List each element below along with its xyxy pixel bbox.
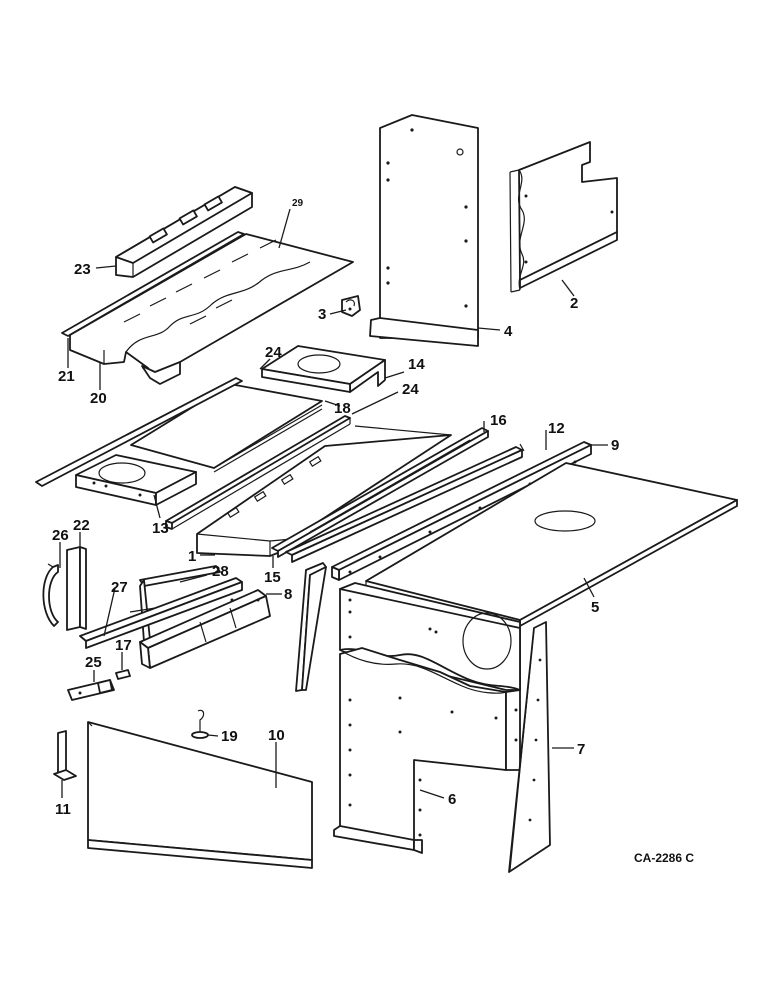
- label-11: 11: [55, 801, 71, 818]
- label-23: 23: [74, 261, 91, 278]
- part-11-bracket: [53, 730, 77, 781]
- label-20: 20: [90, 390, 107, 407]
- callout-labels: 23 29 2 3 4 21 20 24 14 18 24 16 12 9 13…: [52, 198, 694, 865]
- label-16: 16: [490, 412, 507, 429]
- label-22: 22: [73, 517, 90, 534]
- label-6: 6: [448, 791, 456, 808]
- part-12-rail: [285, 443, 525, 563]
- label-24-upper: 24: [265, 344, 282, 361]
- angle-post: [295, 562, 327, 692]
- part-4-side-panel: [369, 114, 479, 347]
- label-3: 3: [318, 306, 326, 323]
- part-27-bracket: [79, 577, 243, 649]
- part-10-panel: [87, 721, 313, 869]
- part-17-clip: [115, 669, 131, 680]
- label-15: 15: [264, 569, 281, 586]
- label-29: 29: [292, 198, 304, 209]
- label-9: 9: [611, 437, 619, 454]
- label-12: 12: [548, 420, 565, 437]
- label-27: 27: [111, 579, 128, 596]
- part-24-angle-right: [165, 415, 351, 530]
- label-7: 7: [577, 741, 585, 758]
- part-7-angle: [508, 621, 551, 873]
- label-25: 25: [85, 654, 102, 671]
- label-18: 18: [334, 400, 351, 417]
- label-19: 19: [221, 728, 238, 745]
- drawing-code: CA-2286 C: [634, 851, 694, 865]
- part-25-bracket: [67, 679, 115, 701]
- label-8: 8: [284, 586, 292, 603]
- part-24-strip-left: [35, 377, 243, 487]
- part-14-plate: [261, 345, 386, 393]
- part-19-bolt: [191, 709, 209, 739]
- part-21-rail: [61, 231, 245, 337]
- label-26: 26: [52, 527, 69, 544]
- label-28: 28: [212, 563, 229, 580]
- part-2-panel: [509, 141, 618, 293]
- label-14: 14: [408, 356, 425, 373]
- part-6-main-panel: [333, 582, 521, 854]
- label-10: 10: [268, 727, 285, 744]
- label-24-lower: 24: [402, 381, 419, 398]
- label-1: 1: [188, 548, 196, 565]
- label-21: 21: [58, 368, 75, 385]
- leader-lines: [59, 208, 608, 799]
- label-4: 4: [504, 323, 513, 340]
- part-20-floor-plate: [69, 233, 354, 385]
- label-2: 2: [570, 295, 578, 312]
- part-16-rail: [271, 427, 489, 558]
- part-26-handle: [42, 563, 59, 627]
- label-5: 5: [591, 599, 599, 616]
- label-17: 17: [115, 637, 132, 654]
- part-22-channel: [66, 546, 87, 631]
- label-13: 13: [152, 520, 169, 537]
- part-18-panel: [130, 383, 323, 473]
- part-8-rail: [139, 589, 271, 669]
- part-23-top-cap: [115, 186, 253, 278]
- part-13-plate: [75, 454, 197, 506]
- part-3-bracket: [341, 295, 361, 317]
